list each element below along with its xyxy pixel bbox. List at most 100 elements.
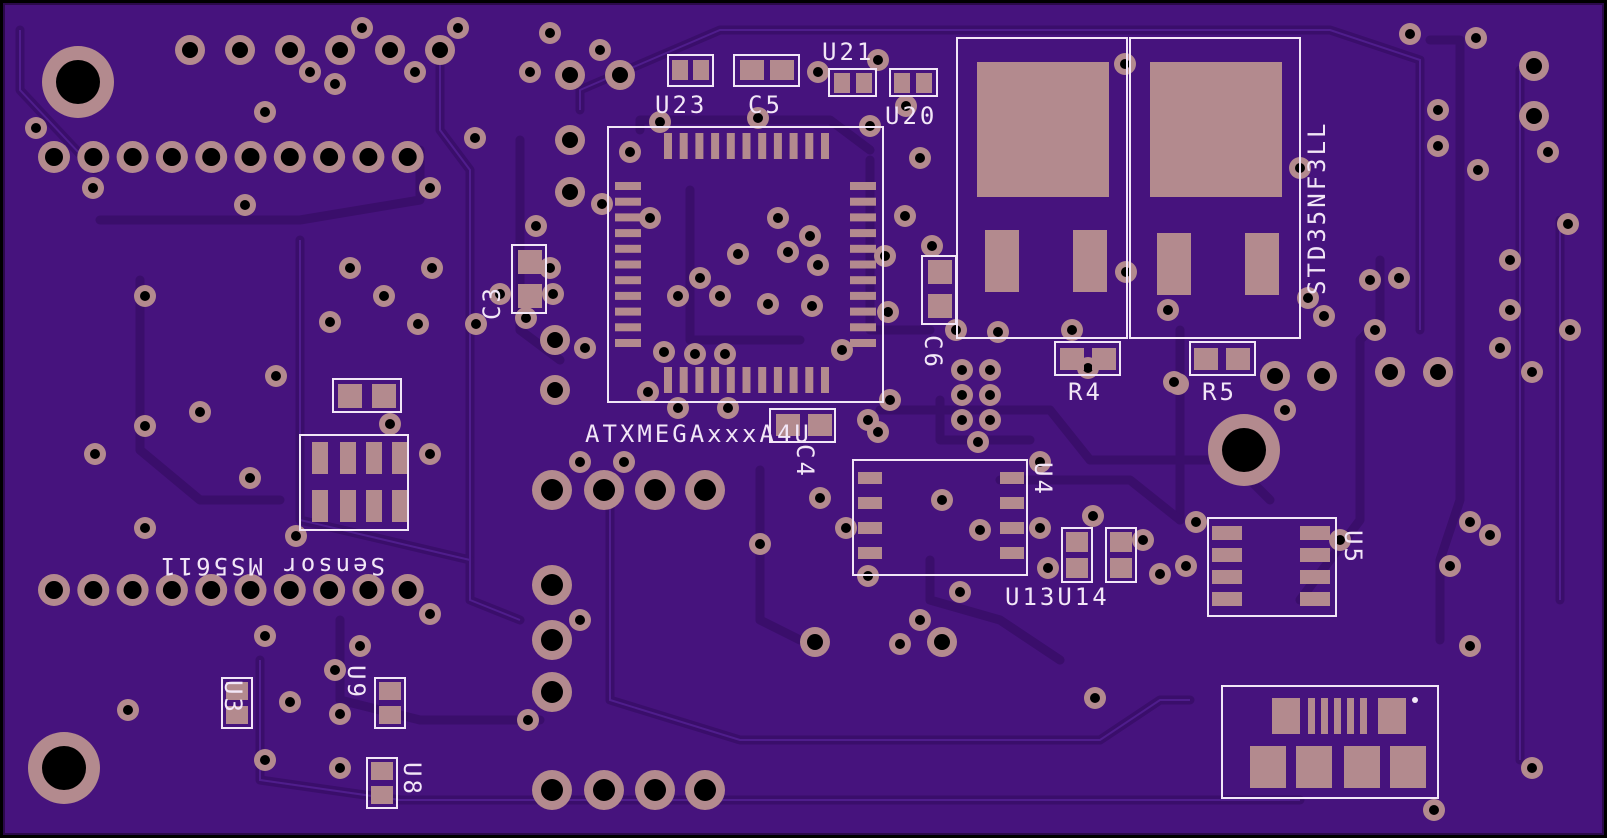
smd-pad [858, 472, 882, 484]
via [895, 95, 917, 117]
via [653, 341, 675, 363]
smd-pad [615, 182, 641, 190]
smd-pad [340, 490, 356, 522]
smd-pad [773, 133, 782, 159]
smd-pad [1110, 558, 1132, 578]
header-pin [175, 35, 205, 65]
header-pin [532, 565, 572, 605]
via [574, 337, 596, 359]
smd-pad [371, 762, 393, 780]
via [329, 757, 351, 779]
via [419, 443, 441, 465]
via [239, 467, 261, 489]
via [517, 709, 539, 731]
via [1537, 141, 1559, 163]
trace-edges [19, 29, 1561, 801]
header-pin [555, 177, 585, 207]
label-c6: C6 [919, 335, 947, 370]
smd-pad [834, 73, 850, 93]
header-pin [38, 574, 70, 606]
label-r5: R5 [1202, 378, 1237, 406]
header-pin [273, 141, 306, 173]
via [921, 235, 943, 257]
via [589, 39, 611, 61]
smd-pad [850, 229, 876, 238]
header-pin [540, 325, 570, 355]
via [1313, 305, 1335, 327]
smd-pad [695, 367, 704, 393]
label-u5: U5 [1339, 530, 1367, 565]
via [1399, 23, 1421, 45]
smd-pad [615, 260, 641, 269]
smd-pad [805, 367, 814, 393]
smd-pad [1194, 348, 1218, 370]
via [613, 451, 635, 473]
smd-pad [742, 133, 751, 159]
via [1329, 529, 1351, 551]
header-pin [313, 141, 346, 173]
label-r4: R4 [1068, 378, 1103, 406]
silkscreen-labels: U23 C5 U21 U20 C3 C6 STD35NF3LL R4 R5 AT… [158, 38, 1367, 797]
smd-pad [1390, 746, 1426, 788]
smd-pad [1300, 592, 1330, 606]
via [1423, 799, 1445, 821]
label-u3: U3 [219, 680, 247, 715]
smd-pad [615, 229, 641, 238]
header-pin [77, 574, 110, 606]
via [949, 581, 971, 603]
smd-pad [312, 490, 328, 522]
header-pin [313, 574, 346, 606]
smd-pad [740, 60, 764, 80]
via [1521, 361, 1543, 383]
header-pin [225, 35, 255, 65]
via [637, 381, 659, 403]
smd-pad [615, 339, 641, 347]
via [379, 413, 401, 435]
smd-pad [858, 497, 882, 509]
via [857, 409, 879, 431]
via [1359, 269, 1381, 291]
header-pin [195, 574, 228, 606]
via [419, 177, 441, 199]
smd-pad [371, 786, 393, 804]
via [1114, 53, 1136, 75]
smd-pad [850, 291, 876, 300]
smd-pad [1300, 548, 1330, 562]
smd-pad [1000, 497, 1024, 509]
via [1489, 337, 1511, 359]
via [807, 61, 829, 83]
smd-pad [1334, 698, 1341, 734]
smd-pad [1000, 472, 1024, 484]
label-u8: U8 [398, 762, 426, 797]
smd-pad [858, 547, 882, 559]
via [134, 285, 156, 307]
via [979, 409, 1001, 431]
header-pin [273, 574, 306, 606]
mounting-holes [28, 46, 1280, 804]
header-pin [352, 141, 385, 173]
via [1029, 451, 1051, 473]
smd-pad [805, 133, 814, 159]
via [189, 401, 211, 423]
via [1082, 505, 1104, 527]
via [329, 703, 351, 725]
label-c4: C4 [791, 444, 819, 479]
via [234, 194, 256, 216]
via [889, 633, 911, 655]
smd-pad [679, 367, 688, 393]
smd-pad [1212, 548, 1242, 562]
smd-pad [366, 442, 382, 474]
smd-pad [518, 284, 542, 308]
via [1479, 524, 1501, 546]
smd-pad [518, 250, 542, 274]
via [619, 141, 641, 163]
smd-pad [928, 260, 952, 284]
via [1149, 563, 1171, 585]
via [254, 625, 276, 647]
smd-pad [1360, 698, 1367, 734]
smd-pad [858, 522, 882, 534]
via [134, 517, 156, 539]
via [539, 22, 561, 44]
smd-pad [1066, 558, 1088, 578]
